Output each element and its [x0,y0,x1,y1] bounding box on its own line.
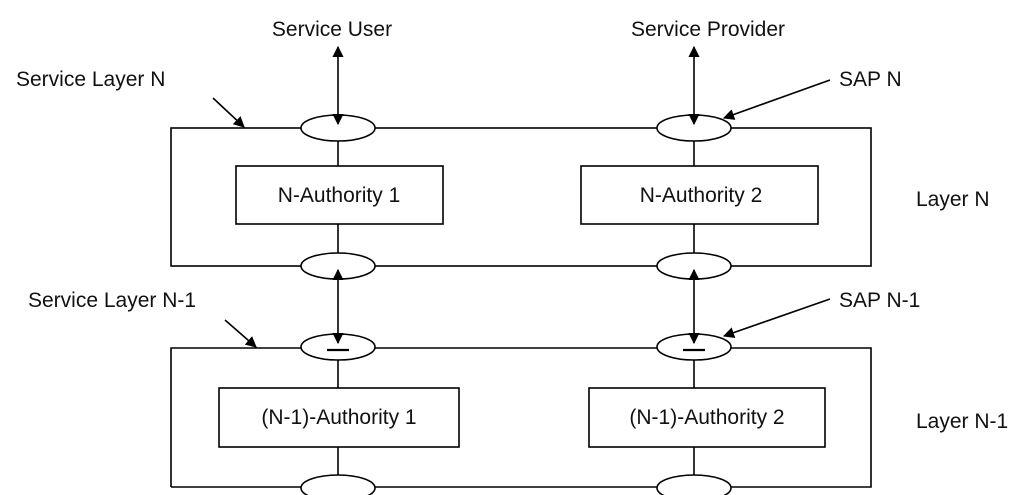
n-authority-1-label: N-Authority 1 [278,184,401,207]
layer-n1-label: Layer N-1 [916,410,1008,433]
sap-n1-bottom-left [300,474,376,495]
n1-authority-2-label: (N-1)-Authority 2 [629,406,784,429]
layer-n-frame [170,127,872,267]
service-provider-label: Service Provider [631,18,785,41]
pointer-service-layer-n [212,97,245,128]
pointer-sap-n [722,79,831,120]
sap-n1-label: SAP N-1 [839,289,920,312]
layer-n-label: Layer N [916,188,990,211]
service-user-label: Service User [272,18,392,41]
sap-n-label: SAP N [839,68,902,91]
pointer-sap-n1 [722,298,831,338]
service-layer-n1-label: Service Layer N-1 [28,289,196,312]
n1-authority-2-box [588,387,826,448]
n-authority-1-box [235,165,444,225]
service-layer-n-label: Service Layer N [16,68,165,91]
pointer-service-layer-n1 [224,319,257,348]
n-authority-2-label: N-Authority 2 [640,184,763,207]
n-authority-2-box [580,165,819,225]
sap-n1-bottom-right [656,474,732,495]
layer-n1-frame [170,347,872,488]
n1-authority-1-box [218,387,460,448]
n1-authority-1-label: (N-1)-Authority 1 [261,406,416,429]
